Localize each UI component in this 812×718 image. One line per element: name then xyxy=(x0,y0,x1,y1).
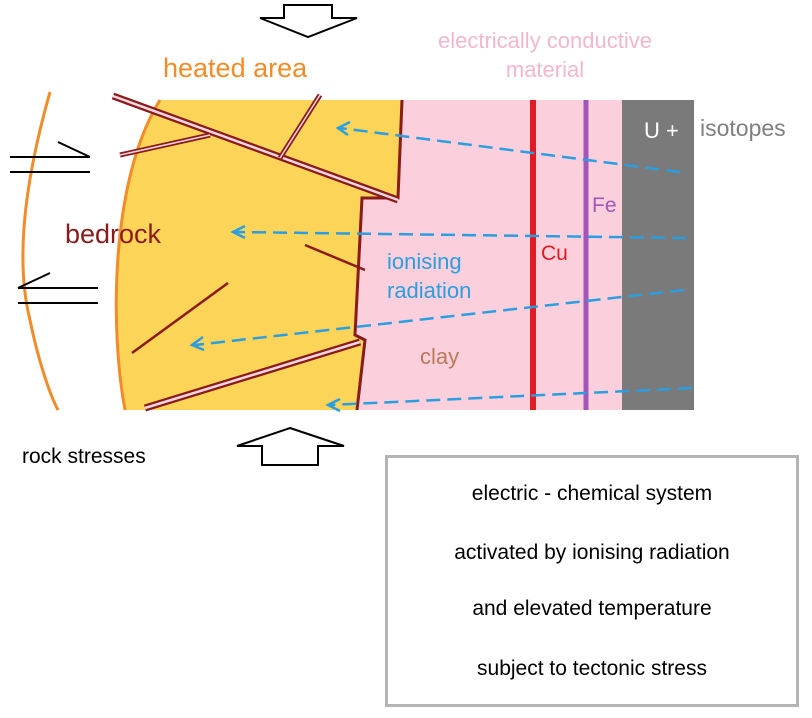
arrowhead xyxy=(325,397,341,413)
ionising-label-line1: ionising xyxy=(387,249,462,274)
arrowhead xyxy=(230,224,246,240)
isotope-block xyxy=(622,100,694,410)
radiation-arrowheads xyxy=(189,120,351,413)
shear-arrow-right xyxy=(10,141,91,173)
caption-line: and elevated temperature xyxy=(472,597,712,620)
radiation-arrows xyxy=(194,126,693,407)
radiation-arrow xyxy=(234,230,687,240)
fracture xyxy=(144,340,361,410)
fe-label: Fe xyxy=(592,194,617,217)
fracture xyxy=(304,243,366,272)
tectonic-curve xyxy=(21,91,60,411)
uranium-label: U + xyxy=(644,118,679,143)
radiation-arrow xyxy=(339,126,681,174)
caption-line: electric - chemical system xyxy=(471,482,713,505)
rock-stresses-label: rock stresses xyxy=(22,445,146,468)
conductive-label-line2: material xyxy=(506,57,584,82)
clay-zone xyxy=(357,100,625,410)
fracture xyxy=(279,94,321,159)
compression-arrow-up xyxy=(236,426,345,466)
caption-line: subject to tectonic stress xyxy=(477,657,707,680)
radiation-arrow xyxy=(329,386,693,407)
clay-label: clay xyxy=(420,344,459,369)
compression-arrow-down xyxy=(259,4,358,39)
cu-label: Cu xyxy=(541,242,568,265)
heated-area-label: heated area xyxy=(163,53,308,83)
arrowhead xyxy=(335,120,351,137)
fracture xyxy=(119,134,211,156)
caption-line: activated by ionising radiation xyxy=(454,541,730,564)
radiation-arrow xyxy=(194,288,685,347)
heated-area-boundary xyxy=(114,99,162,411)
fracture xyxy=(131,281,229,355)
ionising-label-line2: radiation xyxy=(387,278,471,303)
rock-fractures xyxy=(111,92,400,412)
arrowhead xyxy=(189,335,205,352)
fracture xyxy=(112,94,399,202)
conductive-label-line1: electrically conductive xyxy=(438,28,652,53)
caption-box: electric - chemical system activated by … xyxy=(385,455,799,707)
bedrock-label: bedrock xyxy=(65,219,162,249)
shear-arrow-left xyxy=(17,272,98,304)
isotopes-label: isotopes xyxy=(700,115,786,141)
